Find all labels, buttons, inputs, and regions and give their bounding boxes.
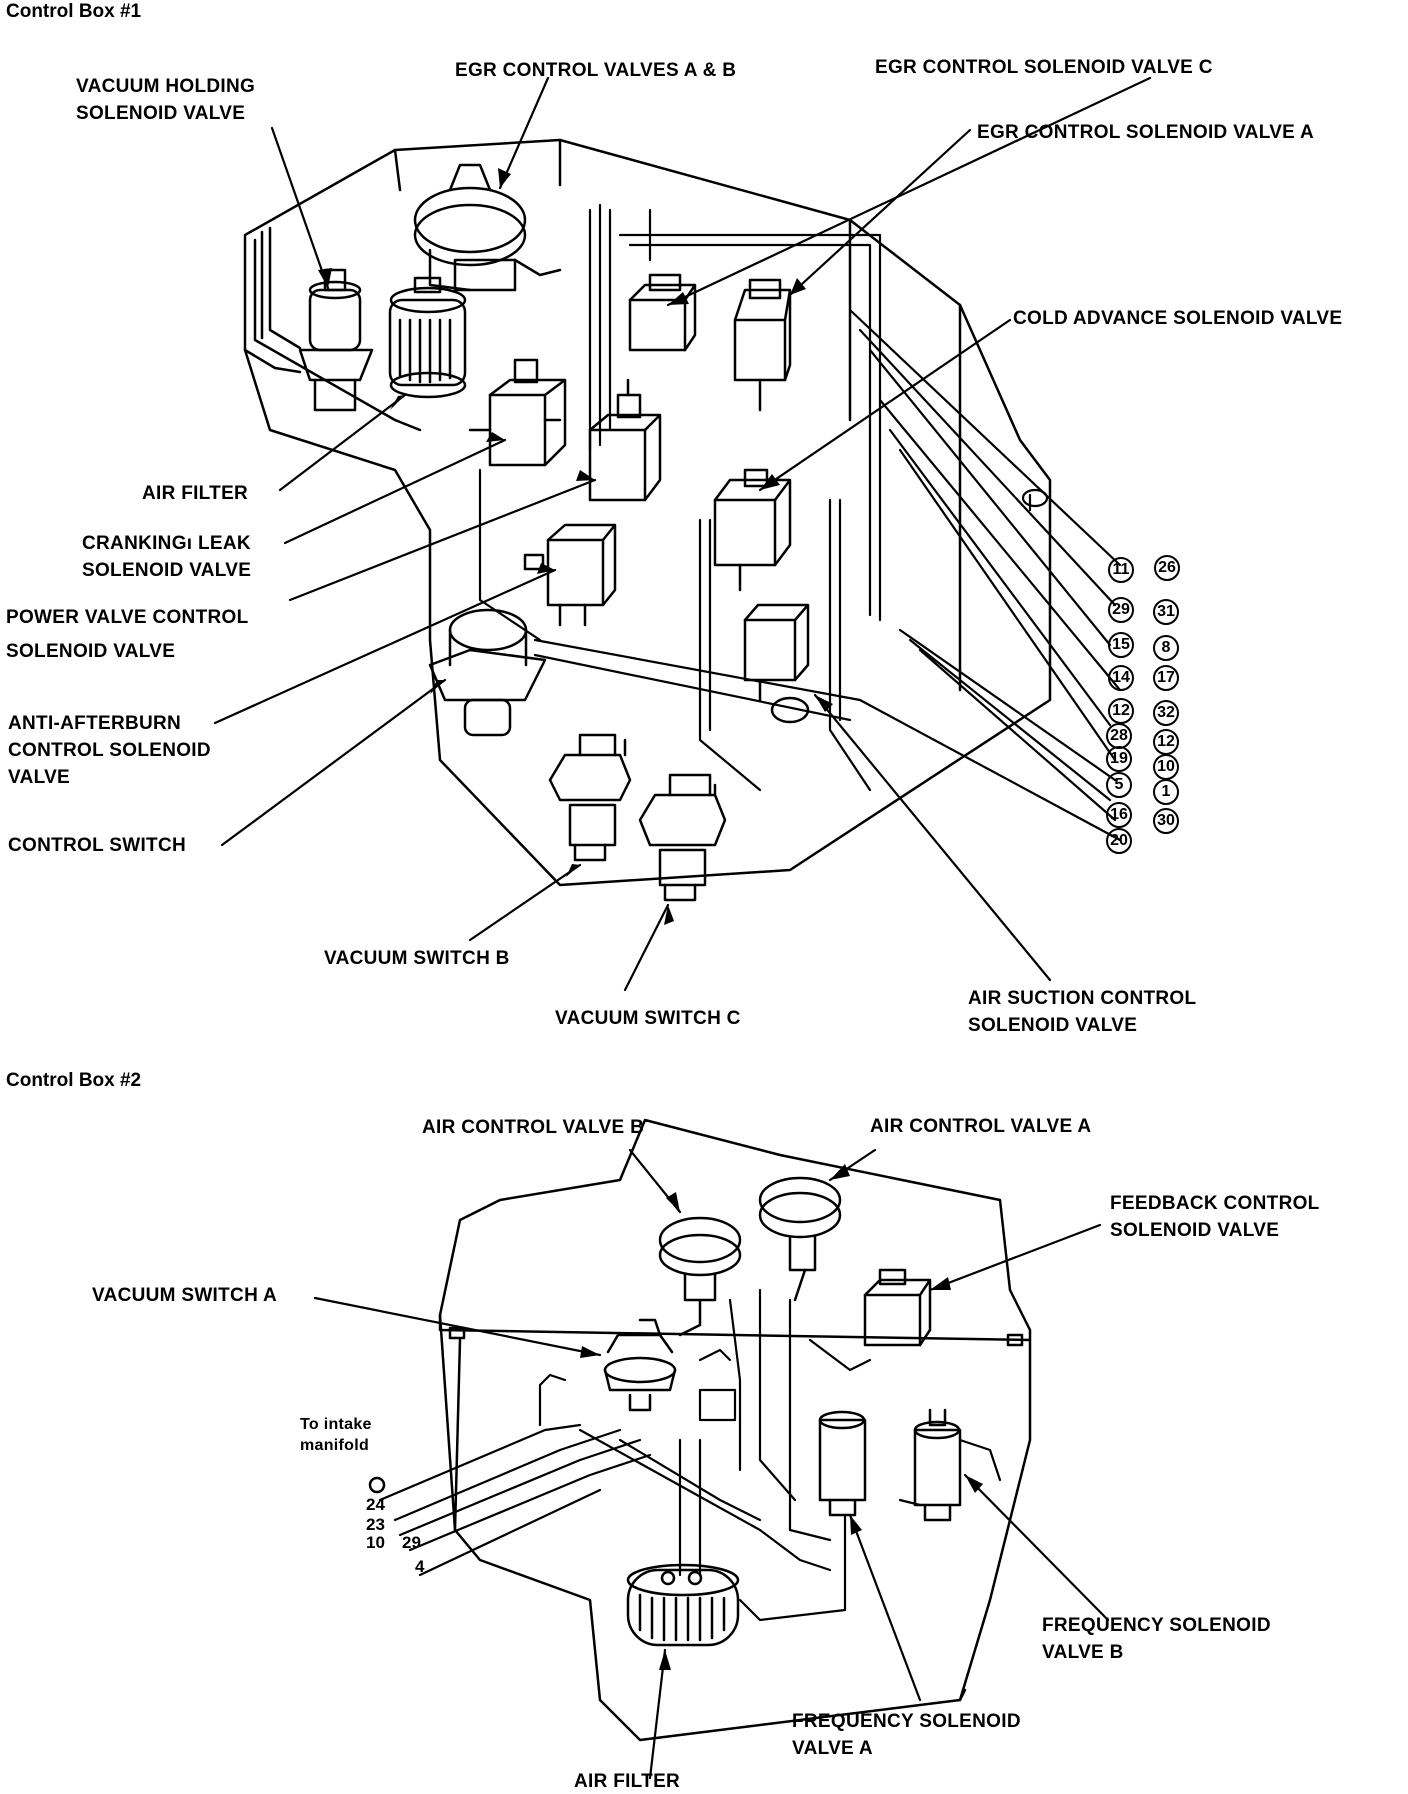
- vacuum-hoses-1: [478, 203, 1122, 842]
- port-number: 8: [1153, 635, 1179, 661]
- label-feedback-control-solenoid: FEEDBACK CONTROL SOLENOID VALVE: [1110, 1193, 1320, 1241]
- label-air-filter-2: AIR FILTER: [574, 1771, 681, 1792]
- control-switch-drawing: [428, 608, 547, 737]
- port-number: 10: [1153, 754, 1179, 780]
- port-number: 24: [366, 1495, 385, 1514]
- arrows-box-2: [313, 1148, 1110, 1780]
- port-number: 23: [366, 1515, 385, 1534]
- port-number: 26: [1154, 555, 1180, 581]
- label-egr-control-valves-ab: EGR CONTROL VALVES A & B: [455, 60, 737, 81]
- port-number: 29: [402, 1533, 421, 1552]
- vacuum-switch-a-drawing: [603, 1318, 677, 1412]
- port-number: 5: [1106, 772, 1132, 798]
- label-egr-solenoid-c: EGR CONTROL SOLENOID VALVE C: [875, 57, 1213, 78]
- control-box-2-housing: [438, 1118, 1032, 1742]
- port-number: 12: [1153, 729, 1179, 755]
- vacuum-hoses-2: [378, 1288, 1002, 1622]
- port-number: 10: [366, 1533, 385, 1552]
- cold-advance-solenoid-drawing: [713, 468, 792, 592]
- egr-solenoid-a-drawing: [733, 278, 792, 412]
- label-egr-solenoid-a: EGR CONTROL SOLENOID VALVE A: [977, 122, 1315, 143]
- port-number: 31: [1153, 599, 1179, 625]
- label-power-valve-solenoid: POWER VALVE CONTROL SOLENOID VALVE: [6, 607, 249, 662]
- port-number: 19: [1106, 746, 1132, 772]
- arrows-box-1: [213, 76, 1152, 992]
- feedback-solenoid-drawing: [863, 1268, 932, 1347]
- port-number: 12: [1108, 698, 1134, 724]
- label-air-control-valve-a: AIR CONTROL VALVE A: [870, 1116, 1092, 1137]
- vacuum-holding-solenoid-drawing: [298, 268, 374, 412]
- label-anti-afterburn-solenoid: ANTI-AFTERBURN CONTROL SOLENOID VALVE: [8, 713, 211, 788]
- label-to-intake-manifold: To intake manifold: [300, 1416, 372, 1454]
- port-number: 20: [1106, 828, 1132, 854]
- port-number: 29: [1108, 597, 1134, 623]
- intake-port-circle: [368, 1476, 386, 1494]
- port-number: 11: [1108, 557, 1134, 583]
- label-vacuum-switch-a: VACUUM SWITCH A: [92, 1285, 277, 1306]
- label-vacuum-switch-b: VACUUM SWITCH B: [324, 948, 510, 969]
- label-control-switch: CONTROL SWITCH: [8, 835, 187, 856]
- vacuum-switch-c-drawing: [638, 773, 727, 902]
- port-number: 17: [1153, 665, 1179, 691]
- label-cold-advance-solenoid: COLD ADVANCE SOLENOID VALVE: [1013, 308, 1343, 329]
- box1-title: Control Box #1: [6, 1, 142, 22]
- control-box-1-housing: [243, 138, 1052, 887]
- port-number: 32: [1153, 700, 1179, 726]
- air-filter-2-drawing: [626, 1563, 740, 1647]
- box2-title: Control Box #2: [6, 1070, 142, 1091]
- label-air-suction-solenoid: AIR SUCTION CONTROL SOLENOID VALVE: [968, 988, 1197, 1036]
- vacuum-switch-b-drawing: [548, 733, 632, 862]
- air-control-valve-b-drawing: [658, 1216, 742, 1337]
- arrowheads-box-2: [580, 1164, 983, 1670]
- air-filter-1-drawing: [388, 276, 467, 399]
- port-number: 1: [1153, 779, 1179, 805]
- label-cranking-leak-solenoid: CRANKINGı LEAK SOLENOID VALVE: [82, 533, 252, 581]
- anti-afterburn-solenoid-drawing: [523, 523, 617, 627]
- port-number: 4: [415, 1557, 425, 1576]
- label-air-filter-1: AIR FILTER: [142, 483, 249, 504]
- port-number: 16: [1106, 802, 1132, 828]
- egr-control-valves-drawing: [413, 163, 562, 292]
- air-suction-solenoid-drawing: [743, 603, 810, 724]
- cranking-leak-solenoid-drawing: [468, 358, 567, 467]
- frequency-solenoid-b-drawing: [913, 1408, 962, 1522]
- arrowheads-box-1: [318, 168, 833, 925]
- frequency-solenoid-a-drawing: [818, 1410, 867, 1517]
- port-number: 14: [1108, 665, 1134, 691]
- label-vacuum-holding-solenoid: VACUUM HOLDING SOLENOID VALVE: [76, 76, 256, 124]
- port-number: 30: [1153, 808, 1179, 834]
- port-number: 15: [1108, 632, 1134, 658]
- air-control-valve-a-drawing: [758, 1176, 842, 1302]
- egr-solenoid-c-drawing: [628, 273, 697, 352]
- label-frequency-solenoid-b: FREQUENCY SOLENOID VALVE B: [1042, 1615, 1271, 1663]
- label-air-control-valve-b: AIR CONTROL VALVE B: [422, 1117, 645, 1138]
- label-vacuum-switch-c: VACUUM SWITCH C: [555, 1008, 741, 1029]
- label-frequency-solenoid-a: FREQUENCY SOLENOID VALVE A: [792, 1711, 1021, 1759]
